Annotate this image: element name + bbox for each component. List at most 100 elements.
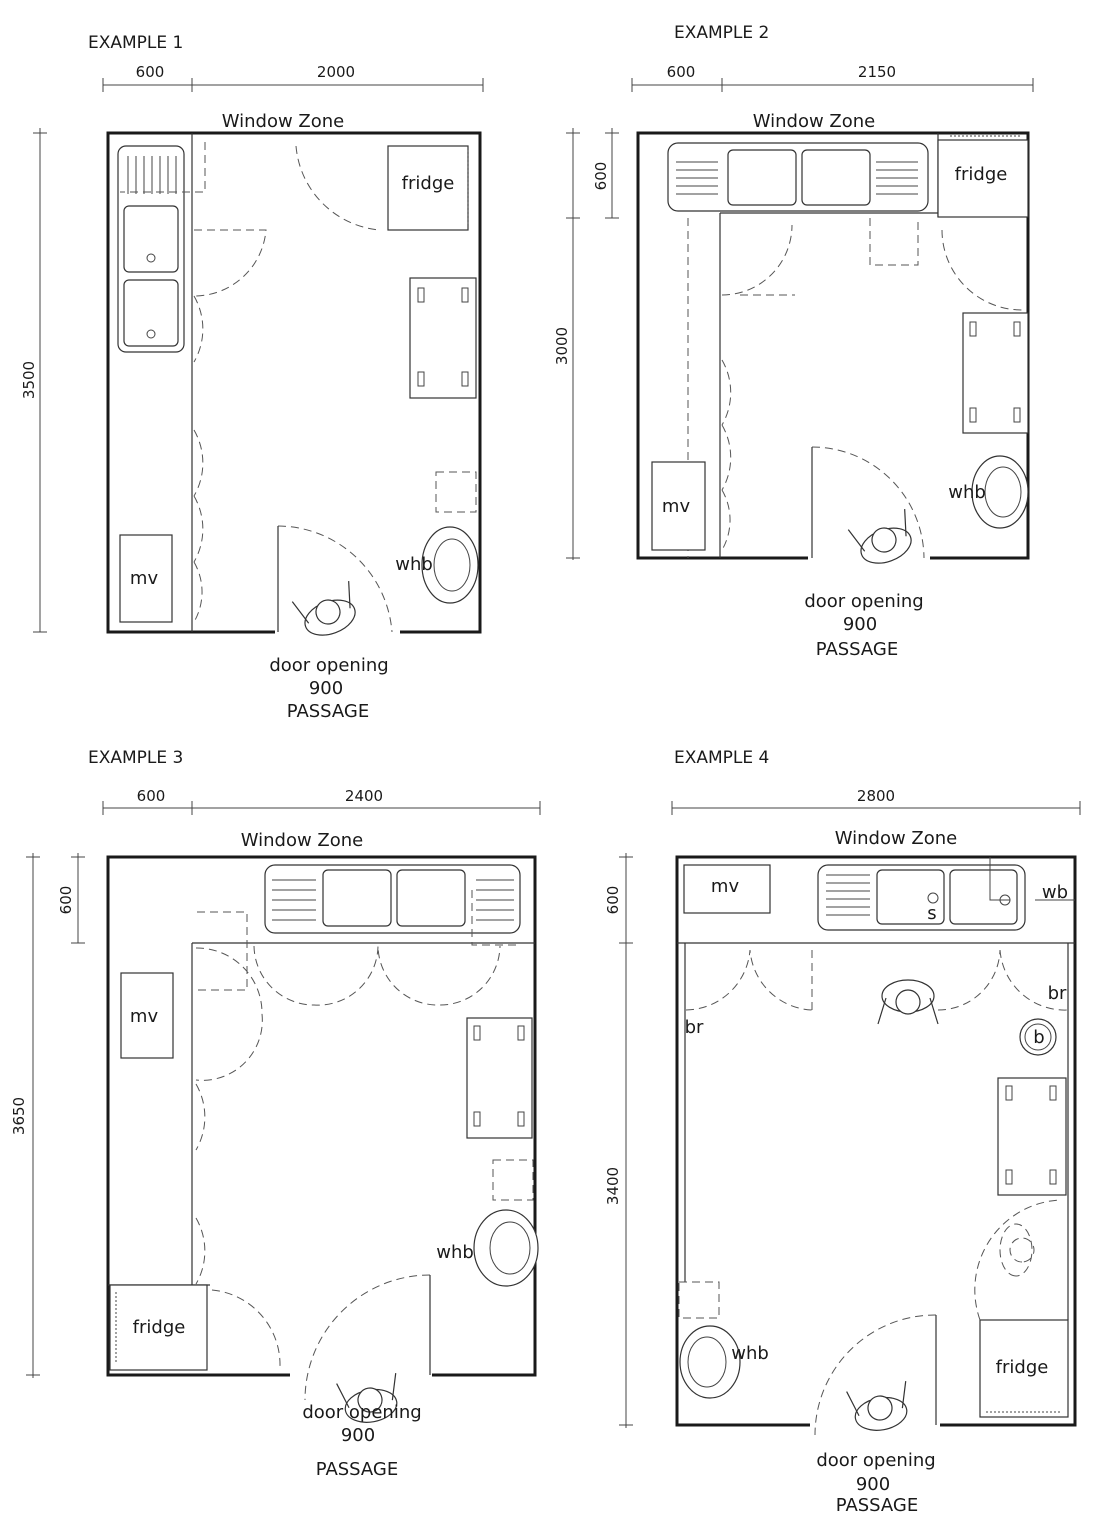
- room-depth-label: 3500: [20, 361, 38, 399]
- mv-label: mv: [130, 568, 159, 589]
- bench-door-swings: [195, 890, 520, 1367]
- microwave: mv: [683, 864, 771, 914]
- bench-edge: [677, 942, 1075, 1320]
- width-dimension: 600 2150: [631, 63, 1034, 92]
- example-4: EXAMPLE 4 2800 600 3400 Window Zone mv s…: [604, 748, 1081, 1516]
- example-title: EXAMPLE 2: [674, 23, 769, 43]
- room-width-label: 2400: [345, 787, 383, 805]
- example-2: EXAMPLE 2 600 2150 600 3000 Window Zone …: [553, 23, 1034, 660]
- room-walls: [675, 855, 1077, 1427]
- microwave: mv: [119, 534, 173, 623]
- room-walls: [106, 131, 482, 634]
- room-walls: [106, 855, 537, 1377]
- example-3: EXAMPLE 3 600 2400 600 3650 Window Zone …: [10, 748, 541, 1480]
- window-zone-label: Window Zone: [835, 828, 958, 849]
- bench-width-label: 600: [137, 787, 166, 805]
- width-dimension: 2800: [671, 787, 1081, 815]
- sink: [117, 145, 185, 353]
- person-icon: [291, 580, 365, 644]
- br-left-label: br: [685, 1017, 704, 1038]
- whb-label: whb: [948, 482, 986, 503]
- bench-depth-label: 600: [604, 886, 622, 915]
- person-dashed-icon: [999, 1223, 1035, 1277]
- table: [409, 277, 477, 399]
- door-swing: [814, 1314, 937, 1436]
- door-swing: [277, 525, 393, 633]
- sink: [264, 864, 521, 934]
- fridge: fridge: [974, 1199, 1069, 1418]
- window-zone-label: Window Zone: [753, 111, 876, 132]
- fridge-label: fridge: [996, 1357, 1049, 1378]
- passage-label: PASSAGE: [316, 1459, 399, 1480]
- hand-basin: whb: [948, 455, 1029, 529]
- bench-depth-label: 600: [57, 886, 75, 915]
- example-title: EXAMPLE 1: [88, 33, 183, 53]
- mv-label: mv: [711, 876, 740, 897]
- window-zone-label: Window Zone: [222, 111, 345, 132]
- room-width-label: 2800: [857, 787, 895, 805]
- bench-door-swings: [721, 218, 1023, 551]
- b-label: b: [1033, 1027, 1044, 1048]
- room-walls: [636, 131, 1030, 560]
- depth-dimension: 3500: [20, 128, 47, 633]
- bench-depth-label: 600: [592, 162, 610, 191]
- mv-label: mv: [662, 496, 691, 517]
- whb-label: whb: [731, 1343, 769, 1364]
- depth-dimension: 600 3000: [553, 128, 619, 560]
- example-1: EXAMPLE 1 600 2000 3500 Window Zone: [20, 33, 484, 722]
- hand-basin: whb: [395, 471, 479, 604]
- door-opening-label: door opening: [302, 1402, 421, 1423]
- bin: b: [1019, 1018, 1057, 1056]
- s-label: s: [927, 903, 936, 924]
- fridge: fridge: [295, 145, 469, 231]
- person-icon: [846, 1380, 914, 1436]
- depth-dimension: 600 3400: [604, 853, 633, 1428]
- microwave: mv: [120, 972, 174, 1059]
- whb-label: whb: [395, 554, 433, 575]
- room-width-label: 2150: [858, 63, 896, 81]
- example-title: EXAMPLE 3: [88, 748, 183, 768]
- door-opening-label: door opening: [804, 591, 923, 612]
- hand-basin: whb: [678, 1281, 769, 1399]
- fridge: fridge: [109, 1284, 208, 1371]
- bench-width-label: 600: [136, 63, 165, 81]
- table: [466, 1017, 533, 1139]
- bench-width-label: 600: [667, 63, 696, 81]
- depth-dimension: 600 3650: [10, 853, 85, 1378]
- example-title: EXAMPLE 4: [674, 748, 769, 768]
- person-icon: [877, 979, 939, 1025]
- room-depth-label: 3650: [10, 1097, 28, 1135]
- sink: [667, 142, 929, 212]
- width-dimension: 600 2000: [102, 63, 484, 92]
- door-swing: [304, 1274, 431, 1401]
- door-width-label: 900: [309, 678, 343, 699]
- microwave: mv: [651, 461, 706, 551]
- fridge-label: fridge: [955, 164, 1008, 185]
- table: [997, 1077, 1067, 1196]
- hand-basin: whb: [436, 1159, 539, 1287]
- table: [962, 312, 1029, 434]
- door-opening-label: door opening: [269, 655, 388, 676]
- width-dimension: 600 2400: [102, 787, 541, 815]
- fridge-label: fridge: [402, 173, 455, 194]
- sink: s wb: [817, 857, 1075, 931]
- br-right-label: br: [1048, 983, 1067, 1004]
- fridge: fridge: [937, 135, 1029, 218]
- door-width-label: 900: [856, 1474, 890, 1495]
- wb-label: wb: [1042, 882, 1068, 903]
- fridge-label: fridge: [133, 1317, 186, 1338]
- room-depth-label: 3000: [553, 327, 571, 365]
- window-zone-label: Window Zone: [241, 830, 364, 851]
- passage-label: PASSAGE: [816, 639, 899, 660]
- bench-door-swings: [120, 142, 267, 623]
- passage-label: PASSAGE: [836, 1495, 919, 1516]
- door-opening-label: door opening: [816, 1450, 935, 1471]
- door-width-label: 900: [843, 614, 877, 635]
- room-depth-label: 3400: [604, 1167, 622, 1205]
- whb-label: whb: [436, 1242, 474, 1263]
- door-width-label: 900: [341, 1425, 375, 1446]
- passage-label: PASSAGE: [287, 701, 370, 722]
- bench-door-swings: [685, 949, 1069, 1011]
- person-icon: [847, 508, 921, 572]
